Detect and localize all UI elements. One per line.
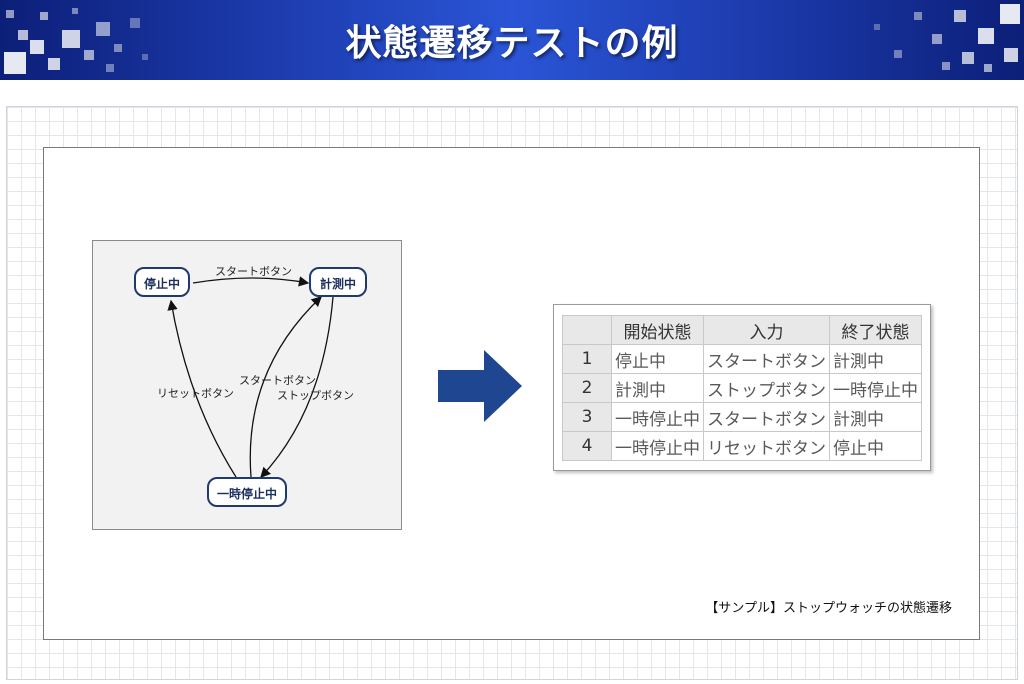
- right-arrow-icon: [438, 350, 522, 422]
- cell-end-state: 計測中: [829, 344, 922, 374]
- cell-input: スタートボタン: [703, 402, 830, 432]
- page-title: 状態遷移テストの例: [345, 23, 679, 64]
- decorative-squares-right: [874, 4, 1020, 72]
- state-node-paused: 一時停止中: [207, 477, 287, 507]
- cell-start-state: 一時停止中: [611, 402, 704, 432]
- edge-label-reset: リセットボタン: [157, 387, 234, 400]
- row-number: 2: [562, 373, 612, 403]
- edge-measuring-to-paused: [260, 296, 334, 478]
- table-row: 4 一時停止中 リセットボタン 停止中: [562, 431, 922, 461]
- edge-label-start-1: スタートボタン: [215, 265, 292, 278]
- state-node-measuring: 計測中: [309, 267, 367, 297]
- cell-start-state: 一時停止中: [611, 431, 704, 461]
- table-row: 2 計測中 ストップボタン 一時停止中: [562, 373, 922, 403]
- cell-input: スタートボタン: [703, 344, 830, 374]
- transition-arrows: [167, 276, 334, 478]
- edge-paused-to-measuring: [249, 296, 322, 478]
- table-row: 1 停止中 スタートボタン 計測中: [562, 344, 922, 374]
- cell-input: リセットボタン: [703, 431, 830, 461]
- column-header-start-state: 開始状態: [611, 315, 704, 345]
- row-number: 4: [562, 431, 612, 461]
- edge-label-start-2: スタートボタン: [239, 374, 316, 387]
- sample-caption: 【サンプル】ストップウォッチの状態遷移: [705, 601, 952, 616]
- cell-input: ストップボタン: [703, 373, 830, 403]
- column-header-index: [562, 315, 612, 345]
- row-number: 1: [562, 344, 612, 374]
- cell-end-state: 停止中: [829, 431, 922, 461]
- transition-table: 開始状態 入力 終了状態 1 停止中 スタートボタン 計測中 2 計測中 ストッ…: [562, 315, 922, 461]
- column-header-end-state: 終了状態: [829, 315, 922, 345]
- decorative-squares-left: [4, 8, 148, 74]
- state-node-stopped: 停止中: [134, 267, 190, 297]
- cell-end-state: 一時停止中: [829, 373, 922, 403]
- edge-stopped-to-measuring: [192, 276, 310, 287]
- edge-label-stop: ストップボタン: [277, 389, 354, 402]
- cell-start-state: 計測中: [611, 373, 704, 403]
- row-number: 3: [562, 402, 612, 432]
- cell-end-state: 計測中: [829, 402, 922, 432]
- table-header-row: 開始状態 入力 終了状態: [562, 315, 922, 345]
- header-banner: 状態遷移テストの例: [0, 0, 1024, 80]
- table-row: 3 一時停止中 スタートボタン 計測中: [562, 402, 922, 432]
- transition-table-card: 開始状態 入力 終了状態 1 停止中 スタートボタン 計測中 2 計測中 ストッ…: [553, 304, 931, 471]
- state-diagram: 停止中 計測中 一時停止中 スタートボタン リセットボタン スタートボタン スト…: [92, 240, 402, 530]
- cell-start-state: 停止中: [611, 344, 704, 374]
- edge-paused-to-stopped: [167, 299, 237, 478]
- column-header-input: 入力: [703, 315, 830, 345]
